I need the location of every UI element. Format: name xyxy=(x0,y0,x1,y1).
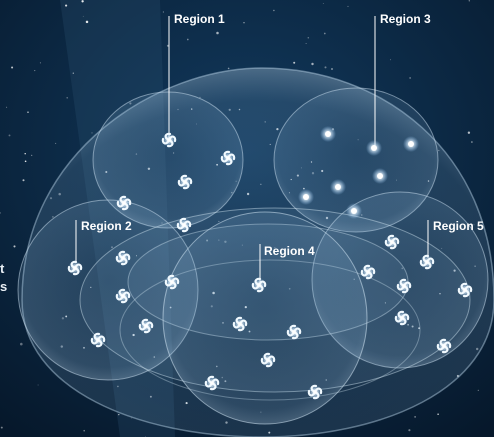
spiral-galaxy-icon xyxy=(259,351,277,369)
spiral-galaxy-icon xyxy=(114,249,132,267)
background-star xyxy=(37,384,39,386)
spiral-galaxy-icon xyxy=(418,253,436,271)
background-star xyxy=(11,66,14,69)
background-star xyxy=(477,389,479,392)
region-5-label: Region 5 xyxy=(433,219,484,233)
background-star xyxy=(13,245,16,248)
region-3-label: Region 3 xyxy=(380,12,431,26)
background-star xyxy=(66,96,69,99)
spiral-galaxy-icon xyxy=(383,233,401,251)
bright-star-icon xyxy=(366,140,382,156)
spiral-galaxy-icon xyxy=(456,281,474,299)
region-2-label: Region 2 xyxy=(81,219,132,233)
background-star xyxy=(91,132,93,134)
background-star xyxy=(118,413,120,416)
bright-star-icon xyxy=(372,168,388,184)
leader-lines xyxy=(75,16,429,282)
spiral-galaxy-icon xyxy=(306,383,324,401)
background-star xyxy=(72,72,74,74)
background-star xyxy=(322,2,324,4)
background-star xyxy=(65,4,68,7)
background-star xyxy=(82,15,84,17)
spiral-galaxy-icon xyxy=(160,131,178,149)
spiral-galaxy-icon xyxy=(219,149,237,167)
background-star xyxy=(273,9,275,12)
spiral-galaxy-icon xyxy=(175,216,193,234)
background-star xyxy=(24,160,27,163)
spiral-galaxy-icon xyxy=(435,337,453,355)
background-star xyxy=(186,38,189,41)
background-star xyxy=(55,142,57,144)
background-star xyxy=(216,31,219,35)
spiral-galaxy-icon xyxy=(231,315,249,333)
bright-star-icon xyxy=(346,203,362,219)
spiral-galaxy-icon xyxy=(176,173,194,191)
background-star xyxy=(227,67,230,70)
spiral-galaxy-icon xyxy=(203,374,221,392)
background-star xyxy=(162,11,164,13)
background-star xyxy=(85,20,89,24)
background-star xyxy=(305,43,307,44)
background-star xyxy=(471,141,473,143)
background-star xyxy=(39,62,41,64)
background-star xyxy=(0,212,1,214)
background-star xyxy=(20,342,23,346)
background-star xyxy=(31,154,33,157)
region-4-label: Region 4 xyxy=(264,244,315,258)
background-star xyxy=(0,426,3,429)
background-star xyxy=(166,44,169,47)
background-star xyxy=(81,0,84,3)
spiral-galaxy-icon xyxy=(163,273,181,291)
clipped-caption-line-1: t xyxy=(0,261,5,276)
background-star xyxy=(307,36,310,39)
background-star xyxy=(24,152,26,155)
background-star xyxy=(34,70,36,72)
background-star xyxy=(83,429,85,432)
spiral-galaxy-icon xyxy=(393,309,411,327)
background-star xyxy=(408,429,411,432)
bright-star-icon xyxy=(403,136,419,152)
clipped-caption-line-2: s xyxy=(0,279,8,294)
background-star xyxy=(243,22,245,24)
background-star xyxy=(293,61,296,64)
spiral-galaxy-icon xyxy=(137,317,155,335)
background-star xyxy=(311,62,314,66)
background-star xyxy=(347,5,349,7)
background-star xyxy=(331,68,333,70)
background-star xyxy=(409,77,411,79)
spiral-galaxy-icon xyxy=(89,331,107,349)
region-1-label: Region 1 xyxy=(174,12,225,26)
background-star xyxy=(27,111,29,114)
spiral-galaxy-icon xyxy=(285,323,303,341)
background-star xyxy=(8,134,11,137)
spiral-galaxy-icon xyxy=(395,277,413,295)
spiral-galaxy-icon xyxy=(115,194,133,212)
background-star xyxy=(467,131,471,134)
background-star xyxy=(324,66,327,69)
background-star xyxy=(22,179,25,182)
spiral-galaxy-icon xyxy=(250,276,268,294)
spiral-galaxy-icon xyxy=(114,287,132,305)
bright-star-icon xyxy=(320,126,336,142)
background-star xyxy=(437,413,439,416)
background-star xyxy=(468,0,470,2)
spiral-galaxy-icon xyxy=(359,263,377,281)
background-star xyxy=(389,59,392,61)
background-star xyxy=(6,106,8,108)
bright-star-icon xyxy=(298,189,314,205)
background-star xyxy=(323,32,326,35)
bright-star-icon xyxy=(330,179,346,195)
spiral-galaxy-icon xyxy=(66,259,84,277)
background-star xyxy=(414,416,416,418)
region-4-bubble xyxy=(162,211,368,425)
background-star xyxy=(131,417,133,419)
